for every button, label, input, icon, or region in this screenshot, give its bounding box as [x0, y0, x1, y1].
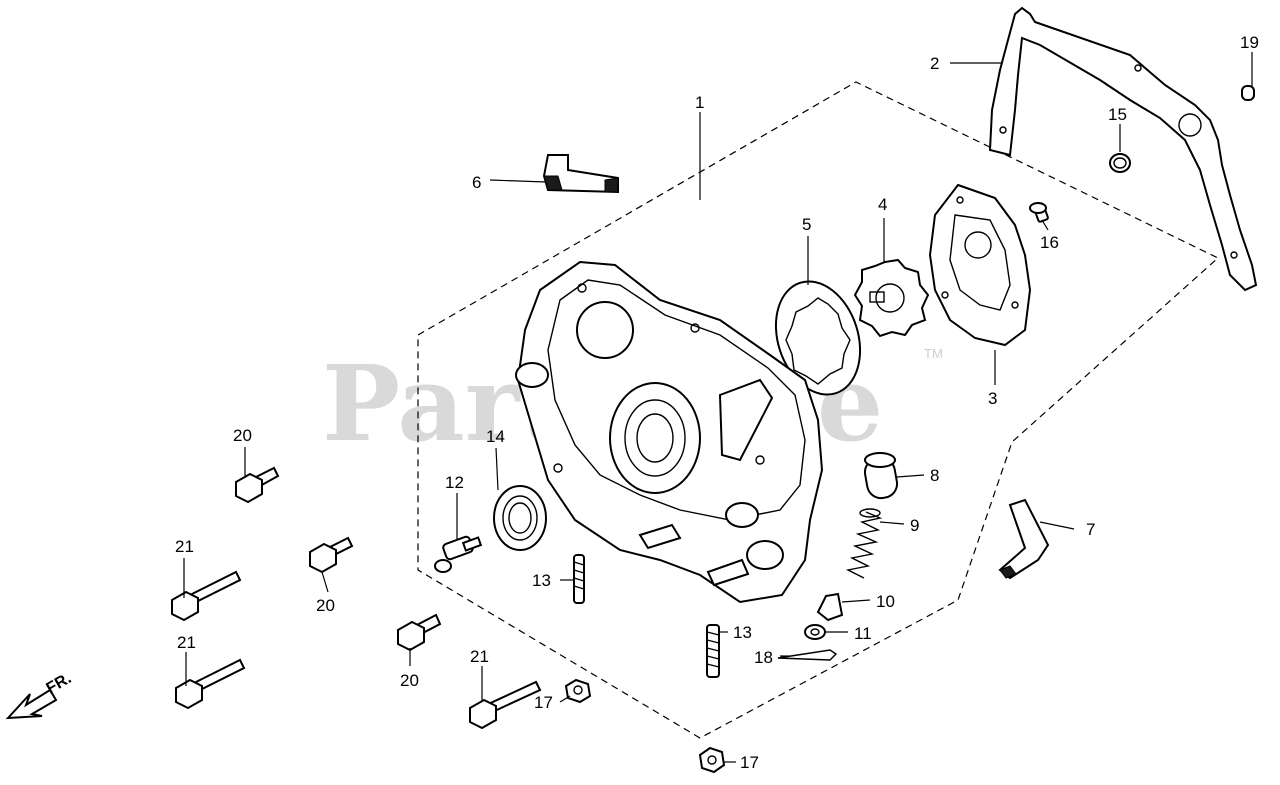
part-17-nut-lower[interactable] — [698, 746, 726, 774]
part-7-bracket[interactable] — [998, 498, 1050, 580]
part-10-plug[interactable] — [816, 592, 844, 622]
part-15-o-ring[interactable] — [1109, 153, 1131, 173]
callout-7: 7 — [1086, 520, 1095, 539]
callout-17-lower: 17 — [740, 753, 759, 772]
part-1-oil-pump-body[interactable] — [515, 260, 824, 604]
part-9-spring[interactable] — [845, 508, 883, 579]
part-20-bolt-a[interactable] — [235, 466, 280, 504]
part-13-stud-upper[interactable] — [573, 554, 585, 604]
watermark-trademark: TM — [924, 346, 943, 361]
callout-13-lower: 13 — [733, 623, 752, 642]
part-6-bracket[interactable] — [542, 154, 619, 194]
callout-13-upper: 13 — [532, 571, 551, 590]
part-2-gasket[interactable] — [988, 6, 1258, 292]
part-14-oil-seal[interactable] — [493, 485, 547, 551]
callout-6: 6 — [472, 173, 481, 192]
callout-20-a: 20 — [233, 426, 252, 445]
part-11-washer[interactable] — [804, 624, 826, 640]
callout-2: 2 — [930, 54, 939, 73]
callout-4: 4 — [878, 195, 887, 214]
callout-3: 3 — [988, 389, 997, 408]
part-20-bolt-c[interactable] — [397, 613, 442, 652]
leader-lines — [183, 52, 1253, 763]
part-13-stud-lower[interactable] — [706, 624, 720, 678]
front-direction-arrow: FR. — [5, 670, 74, 720]
part-12-pressure-switch[interactable] — [434, 535, 483, 573]
part-5-outer-rotor[interactable] — [762, 270, 874, 405]
callout-11: 11 — [854, 624, 872, 643]
part-17-nut-upper[interactable] — [564, 678, 592, 704]
callout-20-c: 20 — [400, 671, 419, 690]
callout-18: 18 — [754, 648, 773, 667]
callout-12: 12 — [445, 473, 464, 492]
part-21-bolt-b[interactable] — [175, 658, 246, 710]
part-4-inner-rotor[interactable] — [853, 258, 930, 338]
part-3-pump-cover[interactable] — [928, 183, 1032, 347]
callout-21-a: 21 — [175, 537, 194, 556]
callout-21-b: 21 — [177, 633, 196, 652]
part-21-bolt-a[interactable] — [171, 570, 242, 622]
part-20-bolt-b[interactable] — [309, 536, 354, 574]
part-19-dowel-pin[interactable] — [1241, 85, 1255, 101]
part-8-relief-valve[interactable] — [863, 452, 899, 500]
callout-21-c: 21 — [470, 647, 489, 666]
callout-20-b: 20 — [316, 596, 335, 615]
callout-19: 19 — [1240, 33, 1259, 52]
callout-labels: 1 2 3 4 5 6 7 8 9 10 11 12 13 13 14 15 1… — [175, 33, 1259, 772]
callout-15: 15 — [1108, 105, 1127, 124]
part-16-screw[interactable] — [1029, 202, 1049, 223]
callout-17-upper: 17 — [534, 693, 553, 712]
callout-9: 9 — [910, 516, 919, 535]
part-21-bolt-c[interactable] — [469, 680, 542, 730]
callout-8: 8 — [930, 466, 939, 485]
callout-16: 16 — [1040, 233, 1059, 252]
callout-5: 5 — [802, 215, 811, 234]
callout-14: 14 — [486, 427, 505, 446]
callout-1: 1 — [695, 93, 704, 112]
part-18-cotter-pin[interactable] — [777, 649, 838, 661]
callout-10: 10 — [876, 592, 895, 611]
